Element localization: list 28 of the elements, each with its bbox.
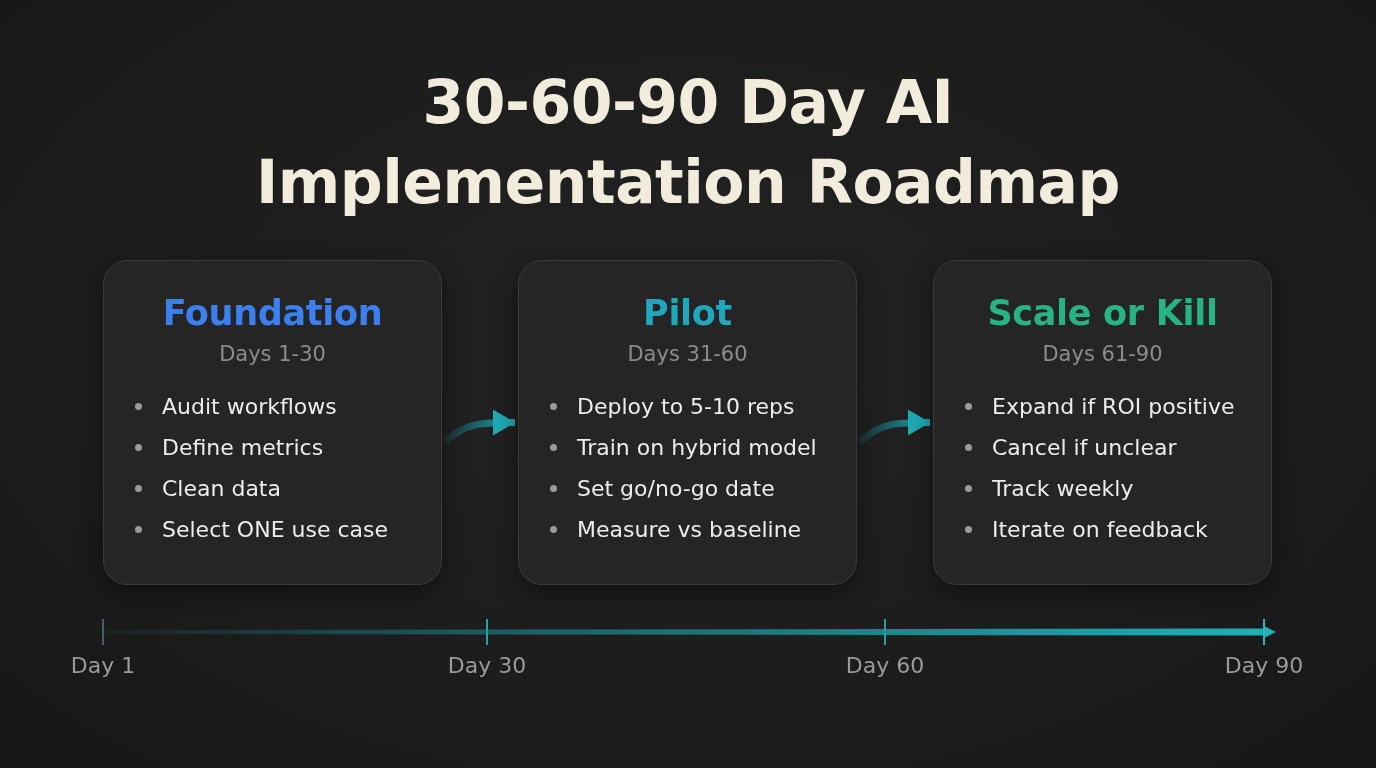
list-item: Expand if ROI positive xyxy=(992,393,1235,421)
list-item: Cancel if unclear xyxy=(992,434,1177,462)
list-item: Select ONE use case xyxy=(162,516,389,544)
phase-heading: Scale or Kill xyxy=(987,293,1218,333)
phase-heading: Foundation xyxy=(162,293,383,333)
list-item: Iterate on feedback xyxy=(992,516,1208,544)
phase-card xyxy=(933,260,1272,585)
phase-heading: Pilot xyxy=(643,293,732,333)
list-item: Clean data xyxy=(162,475,281,503)
date-range: Days 61-90 xyxy=(1042,341,1163,368)
axis-label: Day 30 xyxy=(447,653,527,679)
curved-arrow xyxy=(857,409,930,445)
list-item: Audit workflows xyxy=(162,393,337,421)
list-item: Set go/no-go date xyxy=(577,475,775,503)
list-item: Deploy to 5-10 reps xyxy=(577,393,795,421)
axis-label: Day 60 xyxy=(845,653,925,679)
axis-label: Day 1 xyxy=(70,653,136,679)
list-item: Train on hybrid model xyxy=(577,434,817,462)
title: 30-60-90 Day AI Implementation Roadmap xyxy=(254,66,1121,219)
curved-arrow xyxy=(442,409,515,445)
list-item: Measure vs baseline xyxy=(577,516,802,544)
date-range: Days 1-30 xyxy=(219,341,326,368)
phase-card xyxy=(518,260,857,585)
axis-label: Day 90 xyxy=(1224,653,1304,679)
list-item: Track weekly xyxy=(992,475,1134,503)
date-range: Days 31-60 xyxy=(627,341,748,368)
list-item: Define metrics xyxy=(162,434,324,462)
phase-card xyxy=(103,260,442,585)
